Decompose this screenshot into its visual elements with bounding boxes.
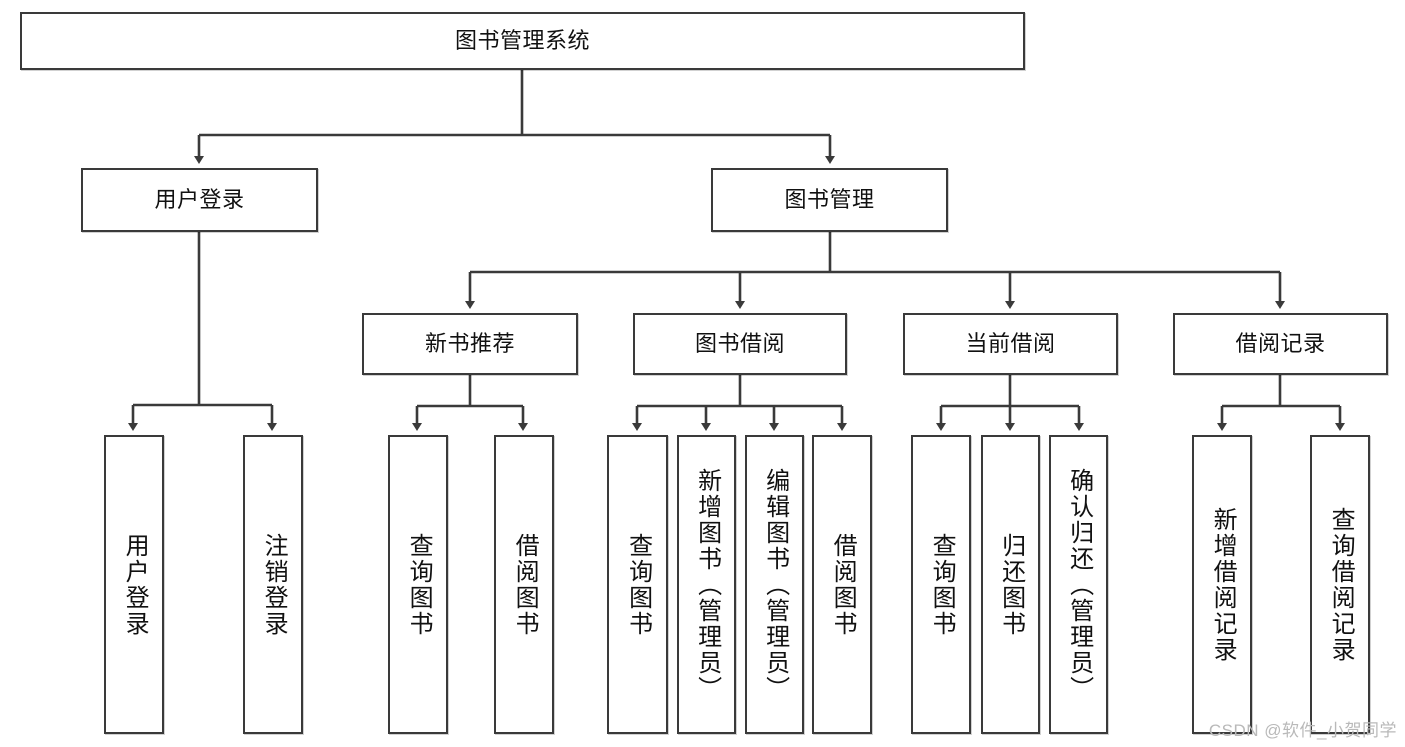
node-borrow-record[interactable]: 借阅记录 bbox=[1173, 313, 1388, 375]
leaf-borrow-book-2-label: 借阅图书 bbox=[829, 532, 857, 637]
node-current-borrow-label: 当前借阅 bbox=[965, 330, 1056, 356]
leaf-add-record-label: 新增借阅记录 bbox=[1209, 506, 1237, 663]
leaf-edit-book-label: 编辑图书（管理员） bbox=[761, 467, 789, 702]
watermark: CSDN @软件_小贺同学 bbox=[1208, 721, 1397, 740]
leaf-add-book-label: 新增图书（管理员） bbox=[693, 467, 721, 702]
node-book-management[interactable]: 图书管理 bbox=[711, 168, 948, 232]
leaf-borrow-book-2[interactable]: 借阅图书 bbox=[812, 435, 872, 734]
leaf-query-record-label: 查询借阅记录 bbox=[1327, 506, 1355, 663]
leaf-edit-book[interactable]: 编辑图书（管理员） bbox=[745, 435, 804, 734]
leaf-query-book-3[interactable]: 查询图书 bbox=[911, 435, 971, 734]
leaf-borrow-book-1-label: 借阅图书 bbox=[511, 532, 539, 637]
leaf-query-book-1[interactable]: 查询图书 bbox=[388, 435, 448, 734]
node-borrow-record-label: 借阅记录 bbox=[1235, 330, 1326, 356]
leaf-return-book[interactable]: 归还图书 bbox=[981, 435, 1040, 734]
node-user-login[interactable]: 用户登录 bbox=[81, 168, 318, 232]
leaf-query-book-2-label: 查询图书 bbox=[624, 532, 652, 637]
node-current-borrow[interactable]: 当前借阅 bbox=[903, 313, 1118, 375]
node-book-borrow-label: 图书借阅 bbox=[694, 330, 785, 356]
node-user-login-label: 用户登录 bbox=[154, 186, 245, 212]
leaf-add-book[interactable]: 新增图书（管理员） bbox=[677, 435, 736, 734]
leaf-user-login-label: 用户登录 bbox=[121, 532, 149, 637]
node-root-label: 图书管理系统 bbox=[454, 27, 590, 53]
leaf-confirm-return[interactable]: 确认归还（管理员） bbox=[1049, 435, 1108, 734]
leaf-logout-login[interactable]: 注销登录 bbox=[243, 435, 303, 734]
leaf-logout-login-label: 注销登录 bbox=[260, 532, 288, 637]
node-new-book-recommend-label: 新书推荐 bbox=[424, 330, 515, 356]
leaf-return-book-label: 归还图书 bbox=[997, 532, 1025, 637]
node-new-book-recommend[interactable]: 新书推荐 bbox=[362, 313, 578, 375]
leaf-borrow-book-1[interactable]: 借阅图书 bbox=[494, 435, 554, 734]
leaf-add-record[interactable]: 新增借阅记录 bbox=[1192, 435, 1252, 734]
node-book-borrow[interactable]: 图书借阅 bbox=[633, 313, 847, 375]
leaf-query-book-3-label: 查询图书 bbox=[928, 532, 956, 637]
node-book-management-label: 图书管理 bbox=[784, 186, 875, 212]
leaf-confirm-return-label: 确认归还（管理员） bbox=[1065, 467, 1093, 702]
leaf-query-record[interactable]: 查询借阅记录 bbox=[1310, 435, 1370, 734]
leaf-query-book-2[interactable]: 查询图书 bbox=[607, 435, 668, 734]
leaf-query-book-1-label: 查询图书 bbox=[405, 532, 433, 637]
leaf-user-login[interactable]: 用户登录 bbox=[104, 435, 164, 734]
node-root[interactable]: 图书管理系统 bbox=[20, 12, 1025, 70]
